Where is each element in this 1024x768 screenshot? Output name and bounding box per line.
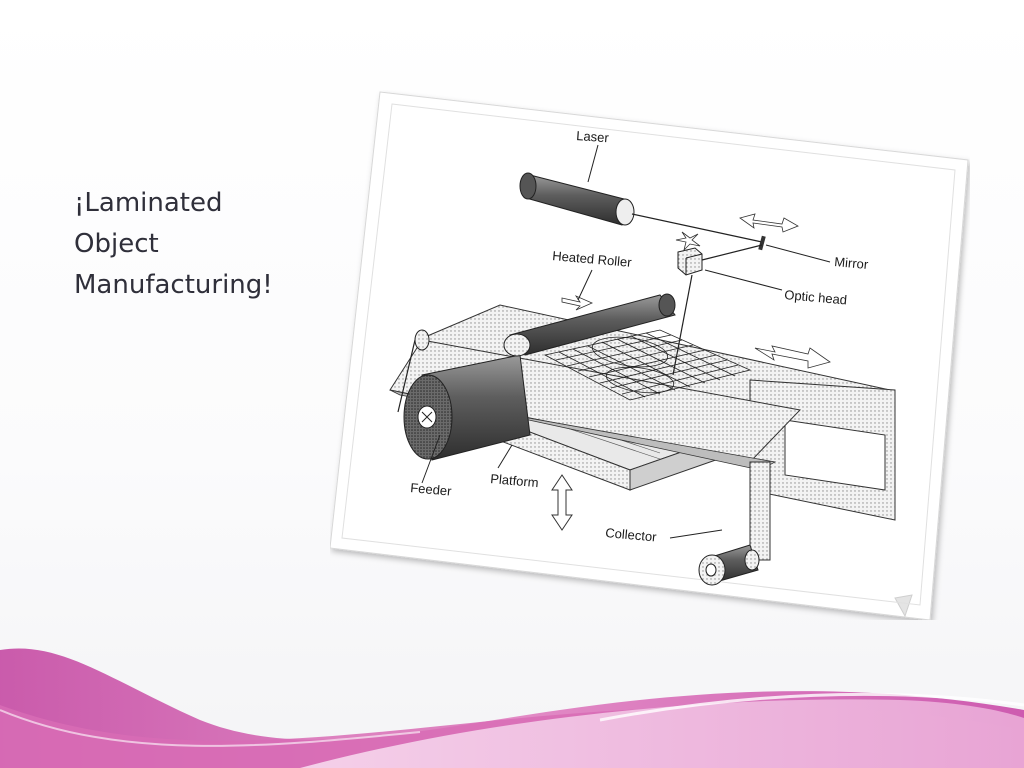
label-feeder: Feeder (410, 480, 453, 499)
label-collector: Collector (605, 525, 658, 544)
label-optic-head: Optic head (784, 287, 848, 307)
decorative-waves (0, 648, 1024, 768)
feeder-roll (403, 354, 531, 461)
label-heated-roller: Heated Roller (552, 248, 633, 270)
lom-diagram: Laser Heated Roller Mirror Optic head Fe… (330, 91, 969, 620)
label-laser: Laser (576, 128, 610, 145)
label-platform: Platform (490, 471, 540, 490)
heated-roller (503, 293, 676, 357)
cutting-grid (543, 329, 752, 401)
slide-title: ¡Laminated Object Manufacturing! (74, 183, 334, 306)
title-line-3: Manufacturing! (74, 270, 273, 300)
optic-head (677, 247, 703, 276)
lom-diagram-card: Laser Heated Roller Mirror Optic head Fe… (330, 90, 970, 620)
laser-tube (519, 172, 635, 226)
title-line-1: ¡Laminated (74, 188, 223, 218)
title-line-2: Object (74, 229, 159, 259)
label-mirror: Mirror (834, 254, 870, 272)
platform-motion-arrow (551, 474, 573, 531)
collector-roll (698, 544, 760, 586)
mirror (758, 235, 766, 251)
